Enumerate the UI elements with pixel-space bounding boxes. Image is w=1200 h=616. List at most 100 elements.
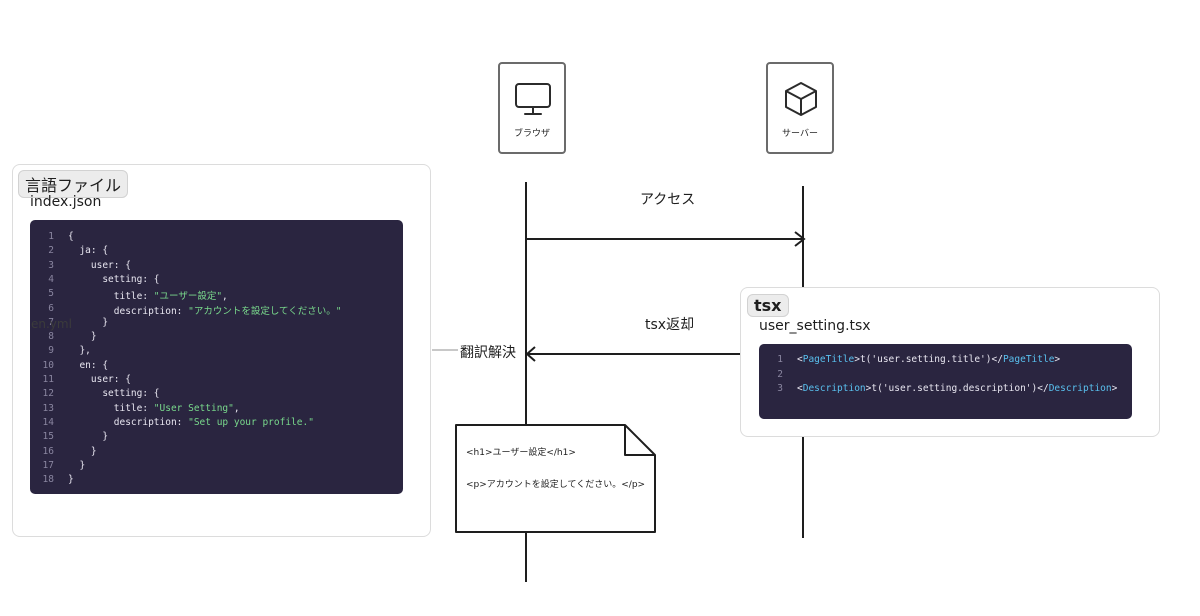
line-number: 7 [48,316,54,328]
monitor-icon [515,83,551,115]
code-text: title: "ユーザー設定", [68,288,228,302]
server-label: サーバー [782,129,818,139]
code-line: 7 } [30,317,403,331]
code-line: 13 title: "User Setting", [30,403,403,417]
code-text: setting: { [68,273,160,285]
line-number: 1 [48,231,54,242]
lang-file-tag: 言語ファイル [18,170,129,198]
code-text: <Description>t('user.setting.description… [797,383,1117,394]
code-token: < [797,354,803,365]
code-line: 1 <PageTitle>t('user.setting.title')</Pag… [759,354,1132,368]
browser-actor: ブラウザ [498,62,566,154]
code-string: "User Setting" [153,402,234,414]
code-text: } [68,331,97,343]
code-key: title: [68,402,154,414]
code-text: } [68,431,109,443]
code-text: <PageTitle>t('user.setting.title')</Page… [797,354,1060,365]
code-line: 17 } [30,460,403,474]
code-line: 3<Description>t('user.setting.descriptio… [759,383,1132,397]
document-note [455,424,656,533]
code-token: >t('user.setting.description')</ [865,383,1049,394]
code-text: user: { [68,259,131,271]
code-key: description: [68,416,189,428]
code-tag-name: Description [1048,383,1112,394]
tsx-file-name: user_setting.tsx [759,318,871,334]
server-actor: サーバー [766,62,834,154]
code-punct: , [233,402,240,414]
line-number: 15 [42,431,54,443]
code-line: 2 ja: { [30,245,403,259]
code-tag-name: PageTitle [1002,354,1055,365]
code-token: > [1111,383,1118,394]
code-line: 10 en: { [30,360,403,374]
code-line: 8 } [30,331,403,345]
code-text: ja: { [68,245,109,257]
browser-label: ブラウザ [513,129,550,139]
code-text: description: "アカウントを設定してください。" [68,303,342,317]
tsx-code-block: 1 <PageTitle>t('user.setting.title')</Pag… [759,344,1132,419]
code-line: 16 } [30,446,403,460]
code-line: 15 } [30,431,403,445]
line-number: 13 [42,402,54,414]
lang-code-block: 1{2 ja: {3 user: {4 setting: {5 title: "… [30,220,403,494]
code-line: 14 description: "Set up your profile." [30,417,403,431]
line-number: 18 [42,474,54,486]
en-yml-label: en.yml [31,317,72,331]
translate-label: 翻訳解決 [460,345,516,361]
code-text: { [68,231,74,242]
tsx-return-label: tsx返却 [645,317,695,333]
code-string: "Set up your profile." [188,416,314,428]
code-line: 12 setting: { [30,388,403,402]
line-number: 12 [42,388,54,400]
code-string: "アカウントを設定してください。" [188,305,342,317]
line-number: 3 [777,383,783,394]
line-number: 9 [48,345,54,357]
code-string: "ユーザー設定" [153,291,223,303]
line-number: 4 [48,273,54,285]
code-tag-name: PageTitle [802,354,855,365]
code-text: } [68,474,74,486]
line-number: 5 [48,288,54,300]
code-punct: , [222,291,228,303]
code-text: user: { [68,374,131,385]
code-line: 2 [759,369,1132,383]
document-line-2: <p>アカウントを設定してください。</p> [466,480,646,490]
lang-file-name: index.json [30,194,102,210]
code-text: }, [68,345,91,357]
tsx-tag: tsx [747,294,789,317]
code-key: description: [68,305,189,317]
line-number: 8 [48,331,54,343]
line-number: 11 [42,374,54,385]
code-line: 18} [30,474,403,488]
code-key: title: [68,291,154,303]
line-number: 10 [42,359,54,371]
code-tag-name: Description [802,383,866,394]
code-text: en: { [68,359,109,371]
code-token: < [797,383,803,394]
document-line-1: <h1>ユーザー設定</h1> [466,448,576,458]
line-number: 17 [42,459,54,471]
line-number: 14 [42,416,54,428]
line-number: 1 [777,354,783,365]
code-text: } [68,316,109,328]
cube-icon [785,82,817,116]
code-text: setting: { [68,388,160,400]
access-arrowhead [794,231,806,247]
code-token: > [1054,354,1061,365]
code-text: } [68,445,97,457]
line-number: 2 [777,368,783,380]
line-number: 16 [42,445,54,457]
code-text: description: "Set up your profile." [68,417,314,428]
code-line: 9 }, [30,345,403,359]
code-line: 6 description: "アカウントを設定してください。" [30,303,403,317]
access-label: アクセス [640,192,696,208]
line-number: 2 [48,245,54,257]
code-text: title: "User Setting", [68,403,240,414]
code-line: 5 title: "ユーザー設定", [30,288,403,302]
line-number: 3 [48,259,54,271]
code-line: 11 user: { [30,374,403,388]
code-line: 1{ [30,231,403,245]
tsx-return-arrowhead [525,346,536,362]
code-line: 3 user: { [30,260,403,274]
code-text: } [68,459,86,471]
